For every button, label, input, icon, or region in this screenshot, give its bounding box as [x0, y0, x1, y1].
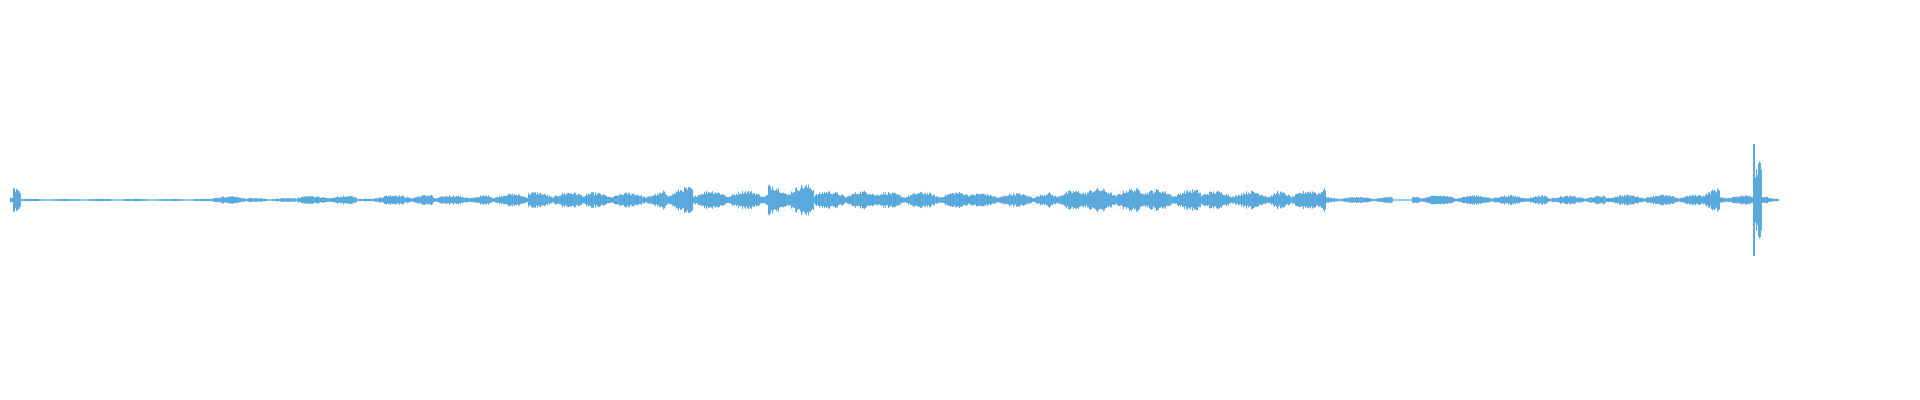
waveform-bars: [10, 144, 1779, 256]
